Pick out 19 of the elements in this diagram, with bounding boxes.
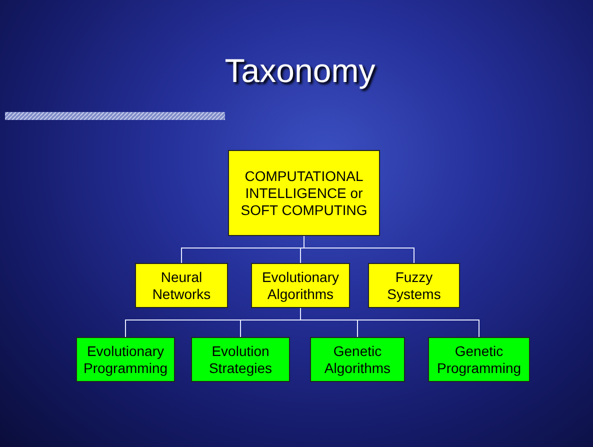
node-label: Evolution Strategies [208,342,274,376]
category-box [191,337,290,382]
category-box [135,263,228,308]
category-box [228,150,380,236]
connector-line [304,236,414,264]
category-box [368,263,460,308]
node-label: Genetic Programming [436,342,522,376]
node-label: Evolutionary Algorithms [260,268,340,302]
node-label: Genetic Algorithms [323,342,392,376]
node-label: COMPUTATIONAL INTELLIGENCE or SOFT COMPUTING [240,168,368,218]
title: Taxonomy [224,52,376,90]
category-box [428,337,530,382]
category-box [76,337,175,382]
node-label: Neural Networks [151,268,212,302]
node-label: Fuzzy Systems [386,268,442,302]
node-label: Evolutionary Programming [82,342,169,376]
connector-line [300,308,480,338]
category-box [251,263,350,308]
category-box [310,337,405,382]
